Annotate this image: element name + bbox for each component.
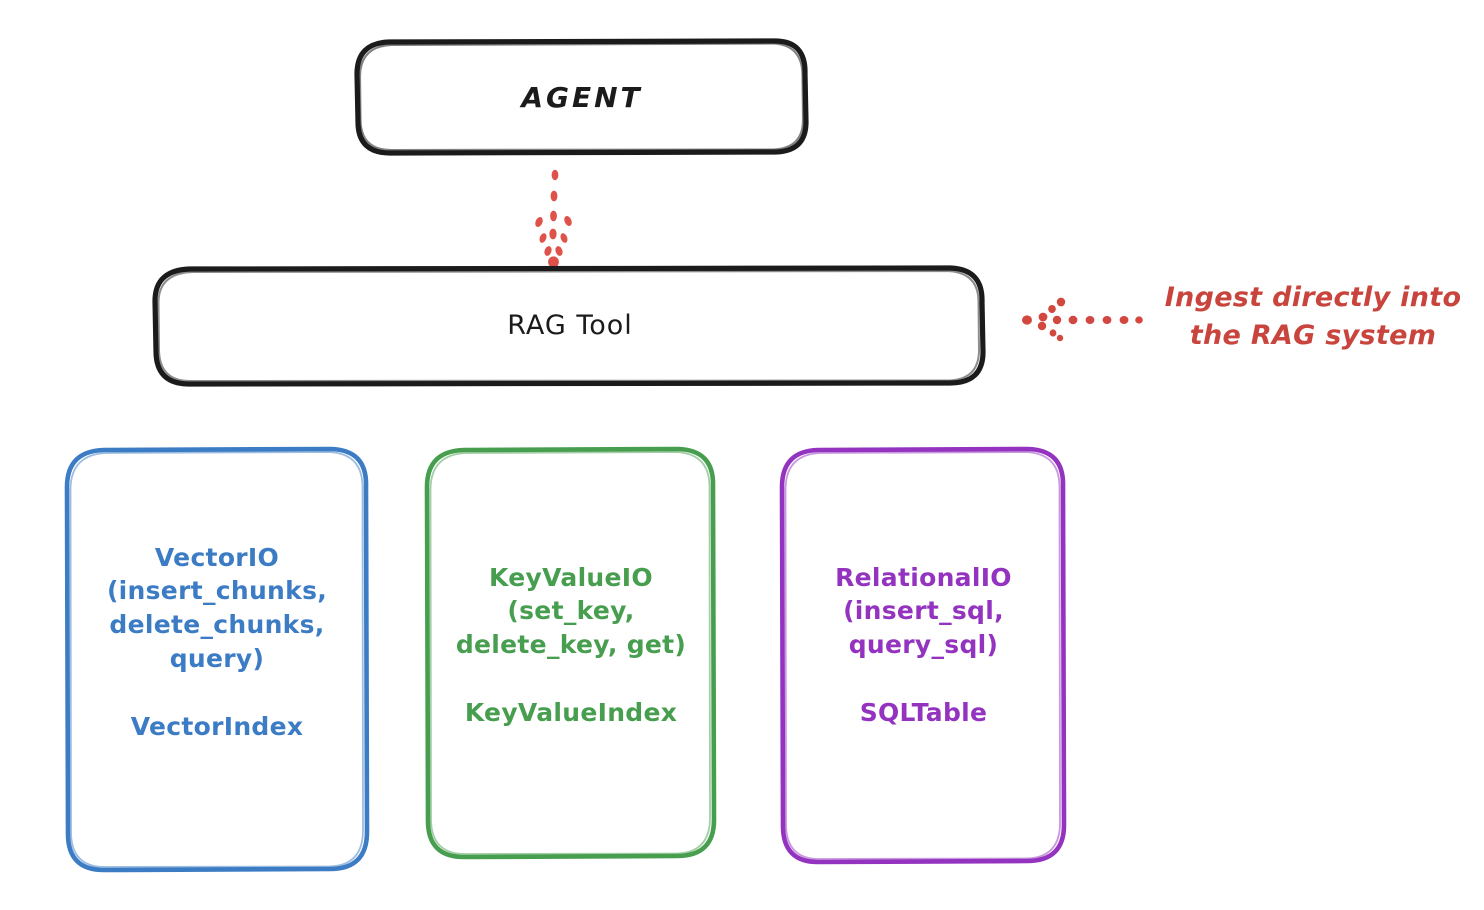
key-value-io-primary-label: KeyValueIO (set_key, delete_key, get) <box>455 562 687 660</box>
vector-io-primary-label: VectorIO (insert_chunks, delete_chunks, … <box>106 542 328 673</box>
key-value-io-box-outline <box>424 446 717 860</box>
rag-tool-node[interactable]: RAG Tool <box>154 268 986 384</box>
agent-node-label: AGENT <box>521 81 643 115</box>
vector-io-node[interactable]: VectorIO (insert_chunks, delete_chunks, … <box>66 448 368 872</box>
relational-io-box-outline <box>779 446 1067 865</box>
ingest-arrow-connector <box>1022 297 1143 342</box>
relational-io-primary-label: RelationalIO (insert_sql, query_sql) <box>835 562 1012 660</box>
vector-io-box-outline <box>64 446 370 873</box>
key-value-io-secondary-label: KeyValueIndex <box>464 697 678 727</box>
rag-tool-box-outline <box>152 265 986 387</box>
agent-node[interactable]: AGENT <box>356 40 808 156</box>
relational-io-text-stack: RelationalIO (insert_sql, query_sql) SQL… <box>835 561 1012 730</box>
key-value-io-node[interactable]: KeyValueIO (set_key, delete_key, get) Ke… <box>426 448 716 858</box>
ingest-annotation-label: Ingest directly into the RAG system <box>1164 282 1462 352</box>
relational-io-secondary-label: SQLTable <box>859 697 988 727</box>
key-value-io-text-stack: KeyValueIO (set_key, delete_key, get) Ke… <box>456 561 686 730</box>
relational-io-node[interactable]: RelationalIO (insert_sql, query_sql) SQL… <box>781 448 1066 862</box>
agent-box-outline <box>354 38 809 156</box>
agent-to-rag-connector <box>535 169 572 268</box>
vector-io-secondary-label: VectorIndex <box>130 711 304 741</box>
vector-io-text-stack: VectorIO (insert_chunks, delete_chunks, … <box>107 541 327 744</box>
rag-tool-node-label: RAG Tool <box>507 309 633 341</box>
